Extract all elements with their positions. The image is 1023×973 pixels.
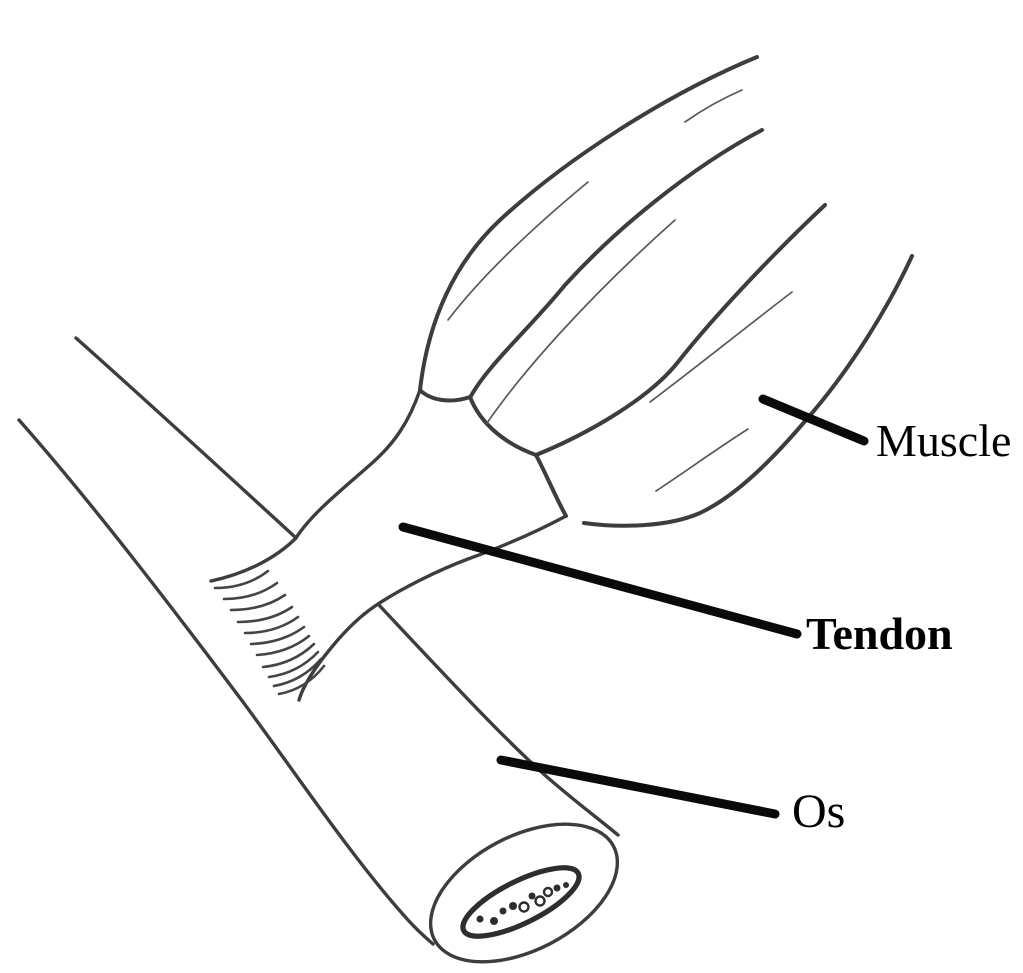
bone-end-outline xyxy=(428,822,620,964)
annotations: Muscle Tendon Os xyxy=(398,394,1011,838)
tendon-label: Tendon xyxy=(806,608,953,659)
bone-lower-edge xyxy=(17,418,435,946)
muscle-tendon-junction-line xyxy=(534,453,568,518)
insertion-fiber xyxy=(222,581,279,601)
bone-marrow-dots xyxy=(476,882,569,925)
insertion-fiber xyxy=(243,615,300,635)
tendon-left-edge xyxy=(294,388,422,540)
muscle-fiber-accent xyxy=(655,428,749,492)
insertion-fiber xyxy=(261,642,316,669)
bone-marrow-dot xyxy=(476,915,484,923)
bone-marrow-dot xyxy=(542,886,554,898)
tendon-drawing xyxy=(209,388,568,702)
os-label: Os xyxy=(792,785,845,838)
muscle-waist-line xyxy=(418,388,472,403)
muscle-fiber-line-2 xyxy=(534,203,827,457)
bone-marrow-ring xyxy=(460,865,582,939)
tendon-lower-edge xyxy=(376,514,568,606)
muscle-fiber-accent xyxy=(684,89,743,123)
muscle-fiber-accent xyxy=(649,291,793,403)
muscle-outline-left xyxy=(418,55,759,392)
os-leader-line xyxy=(496,755,780,819)
insertion-fiber xyxy=(213,569,270,590)
bone-upper-edge xyxy=(74,336,297,539)
muscle-fiber-accents xyxy=(447,89,793,492)
insertion-fiber xyxy=(267,650,320,679)
insertion-fiber xyxy=(249,625,306,646)
bone-marrow-dot xyxy=(563,882,569,888)
insertion-fiber xyxy=(229,593,287,612)
muscle-fiber-accent xyxy=(486,219,676,424)
bone-marrow-dot xyxy=(534,895,546,907)
tendon-leader-line xyxy=(398,522,802,639)
insertion-fiber xyxy=(255,634,311,657)
bone-marrow-dot xyxy=(518,901,530,913)
bone-upper-edge-continuation xyxy=(376,602,620,837)
insertion-fiber xyxy=(272,657,323,688)
bone-marrow-dot xyxy=(509,902,517,910)
tendon-insertion-fibers xyxy=(213,569,326,696)
muscle-lobe-bottom-line xyxy=(468,395,538,457)
muscle-drawing xyxy=(418,55,914,528)
tendon-flare-edge xyxy=(209,536,298,583)
bone-marrow-dot xyxy=(490,917,498,925)
tendon-wrap-edge xyxy=(297,602,380,702)
bone-drawing xyxy=(17,336,620,964)
bone-marrow-dot xyxy=(499,907,507,915)
muscle-fiber-line-1 xyxy=(469,128,764,398)
insertion-fiber xyxy=(236,605,294,624)
bone-marrow-dot xyxy=(553,884,561,892)
muscle-outline-right xyxy=(582,254,914,528)
muscle-leader-line xyxy=(758,394,869,446)
insertion-fiber xyxy=(277,664,326,696)
muscle-label: Muscle xyxy=(876,415,1011,466)
bone-marrow-dot xyxy=(528,892,536,900)
muscle-fiber-accent xyxy=(447,181,589,321)
